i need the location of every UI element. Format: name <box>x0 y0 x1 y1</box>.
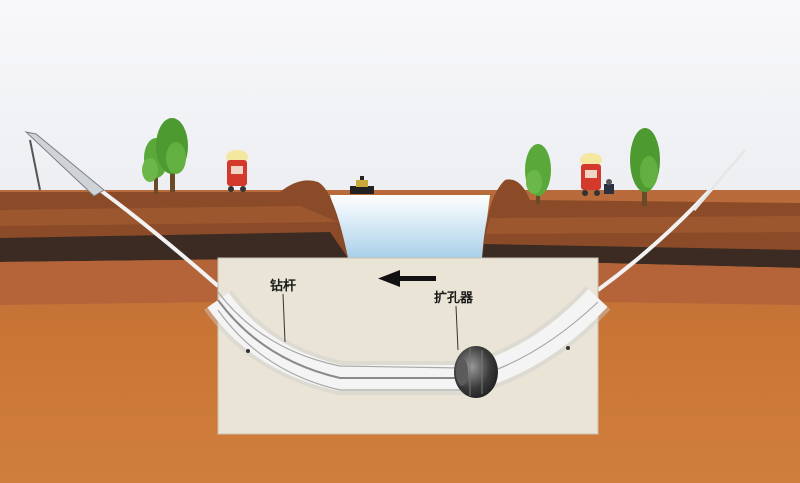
sky <box>0 0 800 200</box>
direction-arrow-icon <box>378 270 436 287</box>
inset-drill-rod <box>217 299 460 379</box>
reamer-label: 扩孔器 <box>434 290 474 306</box>
exit-rod <box>692 149 747 211</box>
boat-icon <box>350 176 374 194</box>
entry-rig <box>24 131 105 197</box>
inset-pipe-inner-bottom <box>217 309 460 391</box>
inset-marker-left <box>246 349 250 353</box>
reamer-leader <box>455 305 459 351</box>
right-mid-layer <box>486 216 800 234</box>
tree-icon <box>525 144 551 204</box>
inset-marker-right <box>566 346 570 350</box>
river-water <box>330 195 490 258</box>
left-mid-layer <box>0 206 338 226</box>
drilling-rig-icon <box>226 150 248 192</box>
tree-icon <box>630 128 660 206</box>
drill-rod-leader <box>282 293 286 343</box>
drill-rod-label: 钻杆 <box>270 278 296 294</box>
tree-icon <box>156 118 188 192</box>
reamer <box>454 346 498 398</box>
reamer-icon <box>454 346 498 398</box>
drilling-rig-icon <box>580 153 614 196</box>
inset-pipe-inner-top <box>217 291 461 369</box>
inset-pipe-right <box>489 301 599 373</box>
